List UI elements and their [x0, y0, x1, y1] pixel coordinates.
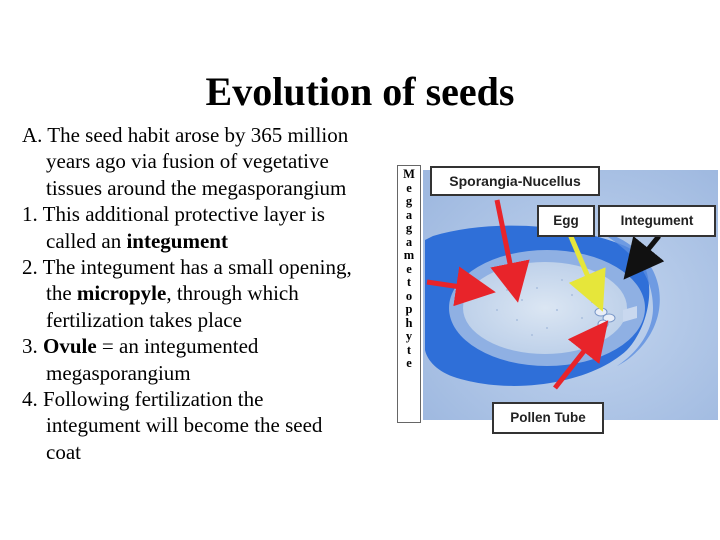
bullet-1-line1: 1. This additional protective layer is [22, 202, 325, 227]
label-integument: Integument [598, 205, 716, 237]
micropyle-opening [623, 306, 637, 322]
bullet-4-line1: 4. Following fertilization the [22, 387, 264, 412]
megagametophyte-letter: t [406, 275, 412, 289]
bullet-3-line1: 3. Ovule = an integumented [22, 334, 258, 358]
slide-title: Evolution of seeds [205, 69, 515, 114]
bullet-4: 4. Following fertilization the integumen… [22, 386, 407, 465]
bullet-3-line2: megasporangium [46, 360, 191, 385]
megagametophyte-letter: a [405, 207, 413, 222]
arrow-megagametophyte [426, 266, 496, 307]
megagametophyte-letter: y [405, 329, 413, 343]
megagametophyte-letter: g [405, 194, 413, 208]
bullet-4-line3: coat [46, 439, 81, 464]
label-sporangia-nucellus: Sporangia-Nucellus [430, 166, 600, 196]
bullet-list: A. The seed habit arose by 365 million y… [22, 122, 407, 465]
bullet-a: A. The seed habit arose by 365 million y… [22, 122, 407, 201]
arrow-pollen-tube [553, 320, 609, 390]
bullet-1: 1. This additional protective layer is c… [22, 201, 407, 254]
bullet-2-line3: fertilization takes place [46, 307, 242, 332]
bullet-3: 3. Ovule = an integumented megasporangiu… [22, 333, 407, 386]
bullet-4-line2: integument will become the seed [46, 413, 323, 438]
arrow-sporangia-nucellus [490, 199, 530, 303]
bullet-1-line2: called an integument [22, 228, 407, 254]
bullet-2: 2. The integument has a small opening, t… [22, 254, 407, 333]
bullet-3-text: = an integumented [96, 334, 259, 359]
megagametophyte-letter: o [405, 288, 413, 303]
megagametophyte-letter: m [403, 248, 415, 262]
arrow-egg [566, 231, 606, 312]
bullet-2-text-pre: the [46, 281, 77, 306]
bullet-3-number: 3. [22, 334, 43, 359]
megagametophyte-letter: e [406, 261, 412, 276]
megagametophyte-letter: h [405, 315, 413, 330]
label-egg: Egg [537, 205, 595, 237]
term-integument: integument [126, 228, 228, 253]
megagametophyte-letter: p [405, 302, 413, 316]
megagametophyte-letter: t [406, 342, 412, 357]
bullet-a-line2: years ago via fusion of vegetative [46, 149, 329, 174]
arrow-integument [623, 234, 665, 280]
bullet-2-line1: 2. The integument has a small opening, [22, 255, 352, 280]
bullet-2-text-post: , through which [166, 281, 299, 306]
bullet-2-line2: the micropyle, through which [22, 280, 407, 306]
seed-diagram [423, 170, 718, 420]
megagametophyte-letter: g [405, 221, 413, 235]
label-pollen-tube: Pollen Tube [492, 402, 604, 434]
megagametophyte-letter: e [406, 356, 412, 370]
bullet-a-line1: A. The seed habit arose by 365 million [22, 123, 349, 147]
bullet-a-line3: tissues around the megasporangium [46, 175, 347, 200]
term-micropyle: micropyle [76, 281, 167, 306]
megagametophyte-letter: a [405, 234, 413, 249]
bullet-1-text: called an [46, 228, 127, 253]
megagametophyte-letter: M [403, 167, 415, 181]
term-ovule: Ovule [43, 334, 97, 359]
megagametophyte-letter: e [406, 180, 412, 195]
